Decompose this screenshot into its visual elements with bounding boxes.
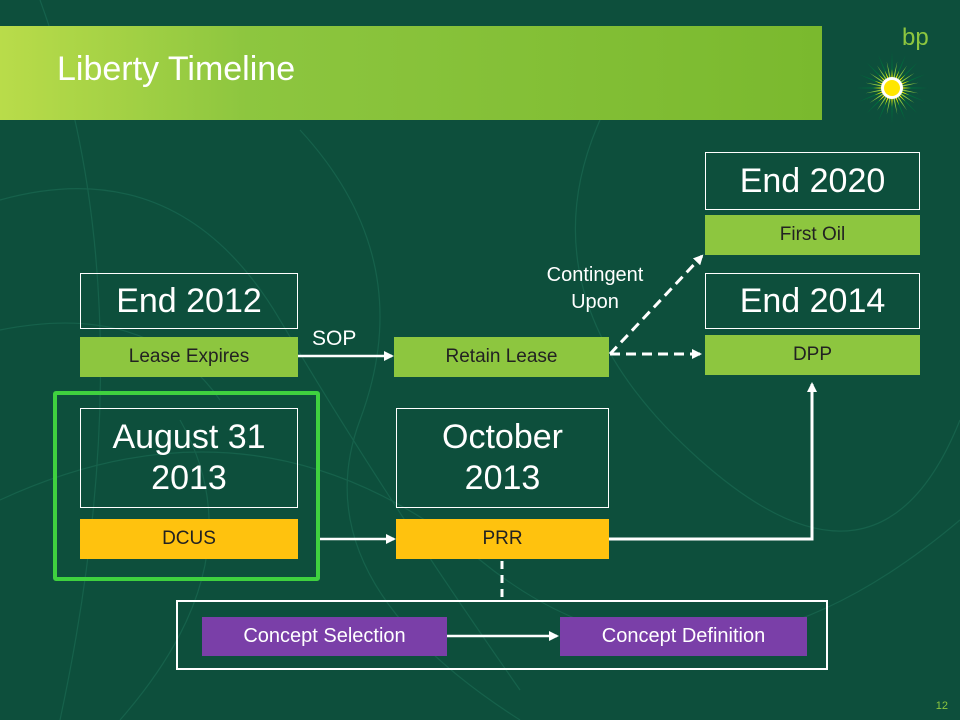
milestone-lease-expires: Lease Expires — [80, 337, 298, 377]
contingent-upon-label: Contingent Upon — [546, 264, 644, 313]
milestone-dpp: DPP — [705, 335, 920, 375]
current-milestone-highlight — [53, 391, 320, 581]
title-bar — [0, 26, 822, 120]
sop-label: SOP — [312, 327, 357, 350]
page-title: Liberty Timeline — [57, 50, 296, 88]
milestone-first-oil: First Oil — [705, 215, 920, 255]
date-box-end-2014: End 2014 — [705, 273, 920, 329]
date-box-end-2020: End 2020 — [705, 152, 920, 210]
milestone-prr: PRR — [396, 519, 609, 559]
concept-selection: Concept Selection — [202, 617, 447, 656]
page-number: 12 — [935, 700, 948, 712]
milestone-retain-lease: Retain Lease — [394, 337, 609, 377]
arrow-prr-to-dpp — [609, 382, 817, 541]
date-box-october-2013: October 2013 — [396, 408, 609, 508]
date-box-end-2012: End 2012 — [80, 273, 298, 329]
dashed-arrow-retain-to-first-oil — [608, 254, 704, 356]
bp-helios-logo — [856, 52, 928, 124]
bp-logo-text: bp — [902, 24, 929, 51]
milestone-dcus: DCUS — [80, 519, 298, 559]
concept-definition: Concept Definition — [560, 617, 807, 656]
date-box-august-2013: August 31 2013 — [80, 408, 298, 508]
concept-phase-frame — [176, 600, 828, 670]
